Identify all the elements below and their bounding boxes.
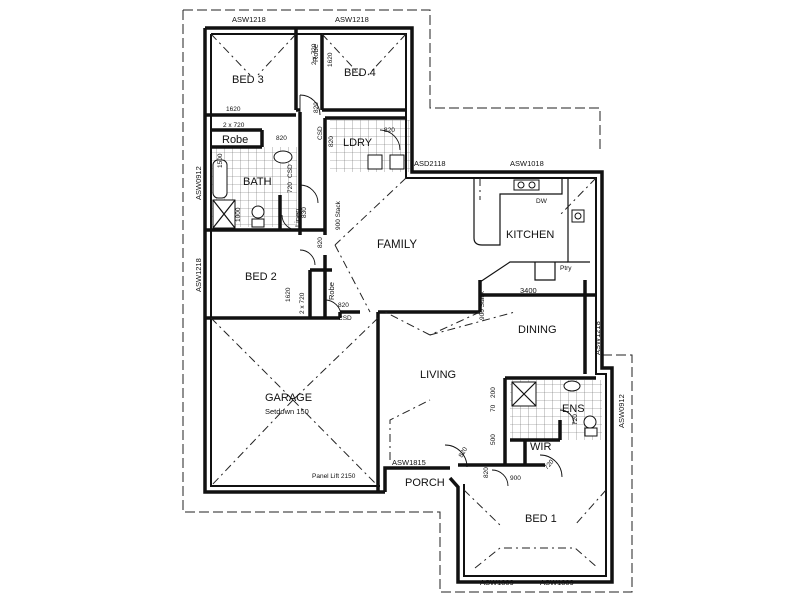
room-label-robe-top: Robe [311,44,320,62]
window-codes: ASW1218 ASW1218 ASW0912 ASW1218 ASD2118 … [194,15,626,587]
room-label-bath: BATH [243,176,272,188]
dim-stack-900-b: 900 Stack [479,290,486,320]
label-dishwasher: DW [536,198,548,205]
dim-bed2-robe-door: 2 x 720 [299,292,306,314]
dim-door-family-820: 820 [317,237,324,248]
kitchen-bench [473,178,590,283]
dim-linen-830: 830 [301,207,308,218]
window-top-right: ASW1218 [335,15,369,24]
room-label-bed1: BED 1 [525,513,557,525]
window-bed1-left: ASW1809 [480,578,514,587]
room-label-linen: Linen [293,209,302,227]
dim-door-hall-top: 820 [313,102,320,113]
dim-csd-top: CSD [317,126,324,140]
room-label-pantry: Ptry [560,265,572,272]
window-left-upper: ASW0912 [194,166,203,200]
dim-bed4-robe-door: 2 x 720 [311,43,318,65]
dim-bath-csd: CSD [287,164,294,178]
bath-fixtures [212,150,598,437]
room-label-wir: WIR [530,441,551,453]
dim-bed4-robe-w: 1620 [327,52,334,67]
dim-bath-1000: 1000 [235,207,242,222]
dim-bed2-door: 820 [338,302,349,309]
roof-hip-lines [210,33,607,569]
room-label-garage-note: Setdown 150 [265,407,309,416]
room-label-dining: DINING [518,324,557,336]
dim-wir-900: 900 [510,475,521,482]
dim-bed2-robe-w: 1620 [285,287,292,302]
dim-door-ldry2: 820 [384,127,395,134]
window-bed1-right: ASW1809 [540,578,574,587]
exterior-walls [203,26,614,584]
dim-bed2-csd: CSD [338,315,352,322]
dim-ens-200: 200 [490,387,497,398]
roof-outline [182,9,633,593]
dim-bed1-820: 820 [483,467,490,478]
room-labels: BED 3 BED 4 Robe Robe LDRY BATH Linen FA… [222,44,585,525]
dim-ens-500: 500 [490,434,497,445]
window-dining-right: ASW1218 [593,321,602,355]
interior-walls [205,28,596,492]
dim-ens-70: 70 [490,404,497,412]
room-label-bed2: BED 2 [245,271,277,283]
dimension-labels: 1620 2 x 720 2 x 720 1620 820 820 CSD 82… [217,43,579,482]
room-label-bed3: BED 3 [232,74,264,86]
door-swings [281,94,575,487]
dim-door-ldry: 820 [328,136,335,147]
dim-stack-900: 900 Stack [335,200,342,230]
window-top-left: ASW1218 [232,15,266,24]
room-label-kitchen: KITCHEN [506,229,554,241]
dim-door-bed3: 820 [276,135,287,142]
window-ens-right: ASW0912 [617,394,626,428]
window-porch: ASW1815 [392,458,426,467]
room-label-family: FAMILY [377,239,417,251]
window-family-top: ASD2118 [414,159,446,168]
room-label-ldry: LDRY [343,137,373,149]
room-label-ens: ENS [562,403,585,415]
room-label-garage: GARAGE [265,392,312,404]
dim-bath-1500: 1500 [217,153,224,168]
garage-door-label: Panel Lift 2150 [312,473,356,480]
dim-bed3-robe-door: 2 x 720 [223,122,245,129]
dim-dining-3400: 3400 [520,286,537,295]
dim-porch-820: 820 [458,446,470,459]
dim-bed3-robe-w: 1620 [226,106,241,113]
room-label-robe-bath: Robe [222,134,248,146]
room-label-living: LIVING [420,369,456,381]
room-label-porch: PORCH [405,477,445,489]
window-kitchen-top: ASW1018 [510,159,544,168]
window-left-lower: ASW1218 [194,258,203,292]
room-label-bed4: BED 4 [344,67,376,79]
dim-ens-720: 720 [572,414,579,425]
dim-bath-720: 720 [287,182,294,193]
room-label-robe-bed2: Robe [327,282,336,300]
